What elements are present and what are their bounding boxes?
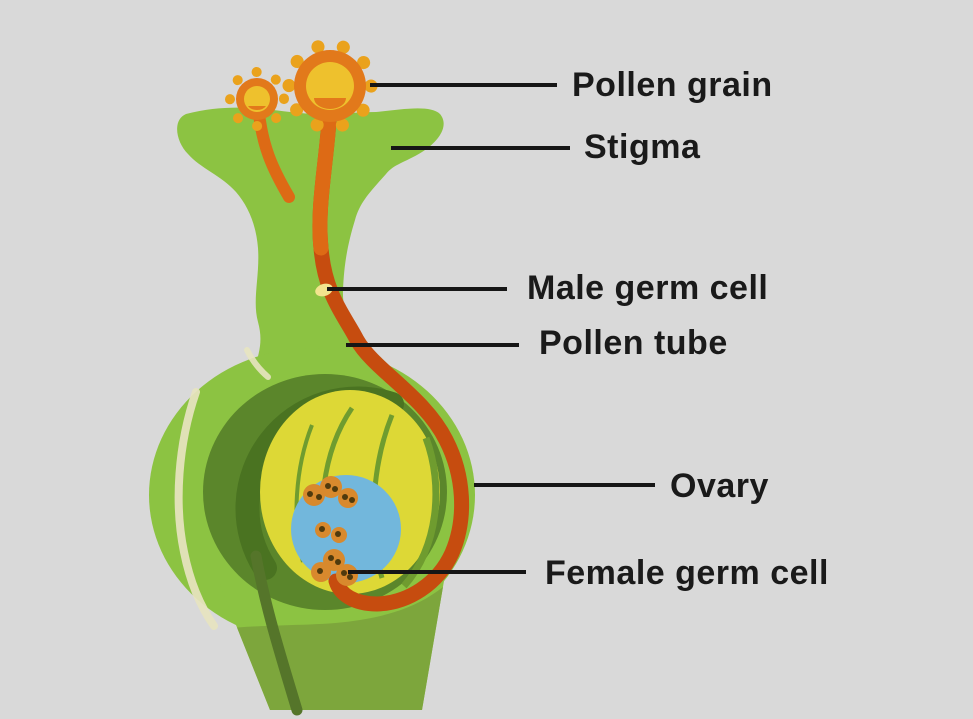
germ-cell [320,476,342,498]
label-pollen-grain: Pollen grain [572,66,773,104]
label-pollen-tube: Pollen tube [539,324,728,362]
germ-cell-nucleus [349,497,355,503]
germ-cell-nucleus [341,570,347,576]
germ-cell-nucleus [328,555,334,561]
germ-cell [338,488,358,508]
germ-cell-nucleus [332,486,338,492]
pollen-grain-small [225,67,289,131]
highlight-streak [244,347,271,380]
germ-cell-nucleus [316,494,322,500]
grain-spikes [225,67,289,131]
male-germ-cell-dot [315,283,333,297]
label-male-germ-cell: Male germ cell [527,269,769,307]
label-female-germ-cell: Female germ cell [545,554,829,592]
germ-cell [303,484,325,506]
germ-cell-nucleus [317,568,323,574]
ovary-stem-line [250,550,303,716]
germ-cell-nucleus [319,526,325,532]
grain-core [244,86,270,112]
grain-tube-joint [248,106,266,110]
highlight-streak [174,388,218,630]
germ-cell-nucleus [342,494,348,500]
stigma-style-shape [177,107,444,420]
label-ovary: Ovary [670,467,769,505]
germ-cell-nucleus [347,574,353,580]
germ-cell-nucleus [307,491,313,497]
grain-tube-joint [314,98,346,109]
label-stigma: Stigma [584,128,701,166]
germ-cell-nucleus [335,559,341,565]
germ-cell [336,564,358,586]
germ-cell-nucleus [325,483,331,489]
female-germ-cell-cluster [303,476,358,586]
germ-cell-nucleus [335,531,341,537]
